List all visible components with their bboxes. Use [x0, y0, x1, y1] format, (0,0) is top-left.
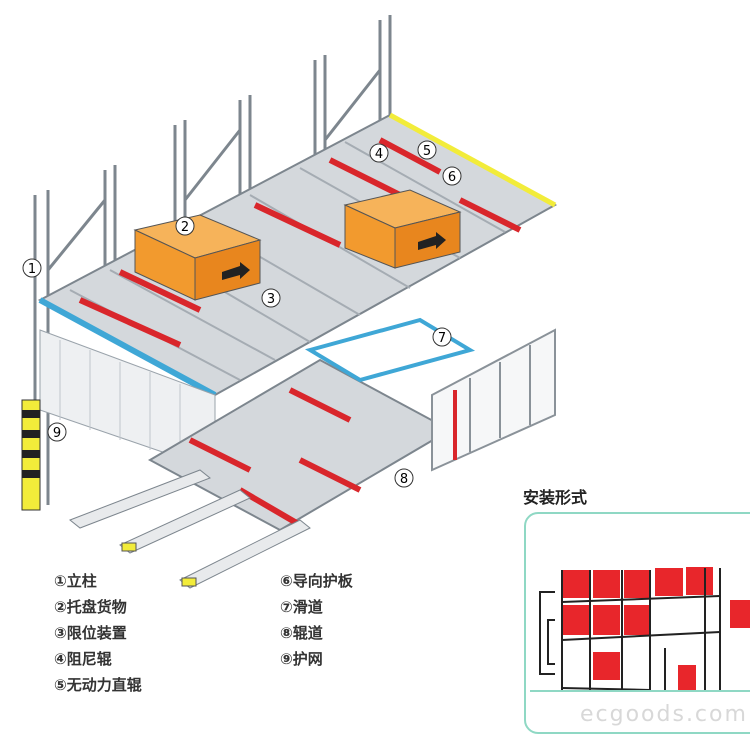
- watermark: ecgoods.com: [580, 702, 748, 727]
- install-form-illustration: [530, 567, 750, 692]
- legend-item-slide: ⑦滑道: [280, 598, 323, 616]
- guide-plate: [388, 112, 557, 208]
- legend-left: ①立柱 ②托盘货物 ③限位装置 ④阻尼辊 ⑤无动力直辊: [54, 568, 142, 698]
- legend-item-pallet-goods: ②托盘货物: [54, 598, 127, 616]
- upper-roller-bed: [37, 113, 558, 397]
- pallet-goods-1: [133, 214, 262, 301]
- callout-3: 3: [267, 292, 275, 307]
- lower-damping-rollers: [188, 387, 362, 528]
- legend-item-damping-roller: ④阻尼辊: [54, 650, 112, 668]
- callout-9: 9: [53, 426, 61, 441]
- callout-1: 1: [28, 262, 36, 277]
- legend-item-limit-device: ③限位装置: [54, 624, 127, 642]
- callout-5: 5: [423, 144, 431, 159]
- front-beam: [38, 297, 217, 398]
- callout-8: 8: [400, 472, 408, 487]
- callout-7: 7: [438, 331, 446, 346]
- end-frame: [431, 328, 556, 472]
- callouts: 1 2 3 4 5 6 7 8 9: [22, 140, 462, 488]
- uprights: [33, 15, 392, 505]
- legend-item-roller-track: ⑧辊道: [280, 624, 323, 642]
- legend-item-upright: ①立柱: [54, 572, 97, 590]
- legend-right: ⑥导向护板 ⑦滑道 ⑧辊道 ⑨护网: [280, 568, 353, 672]
- callout-2: 2: [181, 220, 189, 235]
- damping-rollers: [78, 137, 522, 348]
- legend-item-safety-net: ⑨护网: [280, 650, 323, 668]
- callout-4: 4: [375, 147, 383, 162]
- pallet-goods-2: [343, 189, 462, 269]
- legend-item-guide-plate: ⑥导向护板: [280, 572, 353, 590]
- callout-6: 6: [448, 170, 456, 185]
- install-form-panel: [524, 512, 750, 734]
- legend-item-idle-roller: ⑤无动力直辊: [54, 676, 142, 694]
- slide-track: [304, 317, 476, 383]
- install-form-title: 安装形式: [523, 488, 588, 507]
